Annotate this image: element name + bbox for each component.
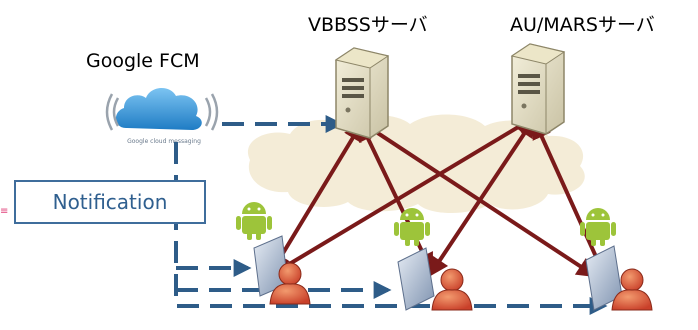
device-group-2 [394, 208, 473, 311]
vbbss-server-label: VBBSSサーバ [308, 14, 428, 36]
android-icon [394, 208, 430, 246]
notification-box: Notification [14, 180, 206, 224]
user-icon [431, 268, 473, 311]
android-icon [580, 208, 616, 246]
notification-label: Notification [52, 190, 168, 214]
cloud-icon [105, 82, 220, 150]
device-group-3 [580, 208, 653, 311]
au-mars-server-label: AU/MARSサーバ [510, 14, 655, 36]
user-icon [269, 262, 311, 305]
user-icon [611, 268, 653, 311]
cloud-caption: Google cloud messaging [127, 138, 201, 145]
server-icon [334, 47, 390, 139]
server-icon [510, 43, 566, 135]
device-group-1 [236, 202, 311, 305]
phone-icon [397, 247, 435, 311]
edge-mark: ≡ [0, 206, 8, 217]
android-icon [236, 202, 272, 240]
google-fcm-label: Google FCM [86, 50, 200, 72]
